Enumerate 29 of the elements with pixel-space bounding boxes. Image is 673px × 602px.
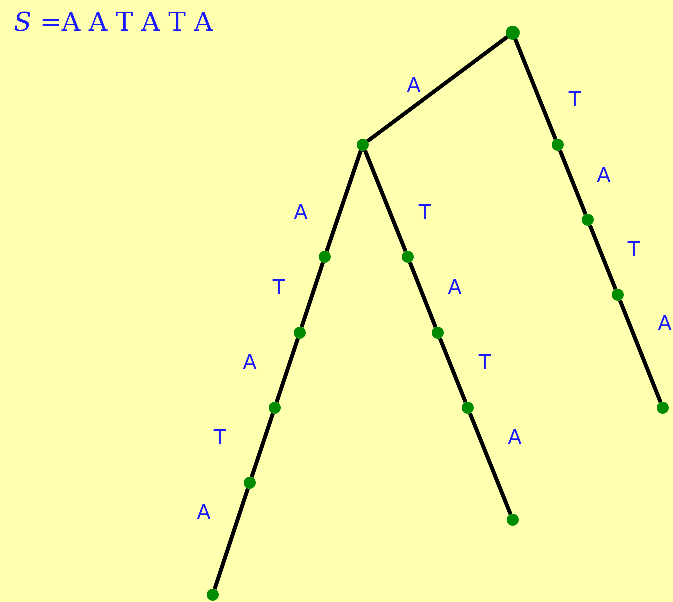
tree-edge (408, 262, 438, 328)
tree-edge (468, 412, 513, 516)
edge-label: T (214, 425, 226, 449)
tree-edge (438, 338, 468, 404)
tree-edge (363, 150, 408, 252)
tree-edge (513, 38, 558, 140)
edge-label: A (197, 500, 211, 524)
tree-edge (618, 300, 663, 404)
edge-label: A (508, 425, 522, 449)
tree-edge (300, 262, 326, 328)
edge-label: A (658, 311, 672, 335)
tree-edge (366, 34, 510, 144)
edge-label: A (407, 73, 421, 97)
tree-edge (212, 488, 250, 590)
edge-label: T (272, 275, 286, 299)
edge-label: A (243, 350, 257, 374)
tree-edge (325, 150, 363, 252)
tree-edge (588, 224, 618, 290)
edge-label: T (478, 350, 492, 374)
tree-edge (558, 150, 588, 216)
edge-label: T (568, 87, 582, 111)
edge-label: A (597, 163, 611, 187)
edge-label: A (448, 275, 462, 299)
edge-label: T (628, 237, 640, 261)
title: S =A A T A T A (14, 7, 213, 40)
edge-label: A (294, 200, 308, 224)
tree-edge (275, 338, 300, 403)
tree-edge (250, 413, 275, 478)
edge-label: T (418, 200, 432, 224)
